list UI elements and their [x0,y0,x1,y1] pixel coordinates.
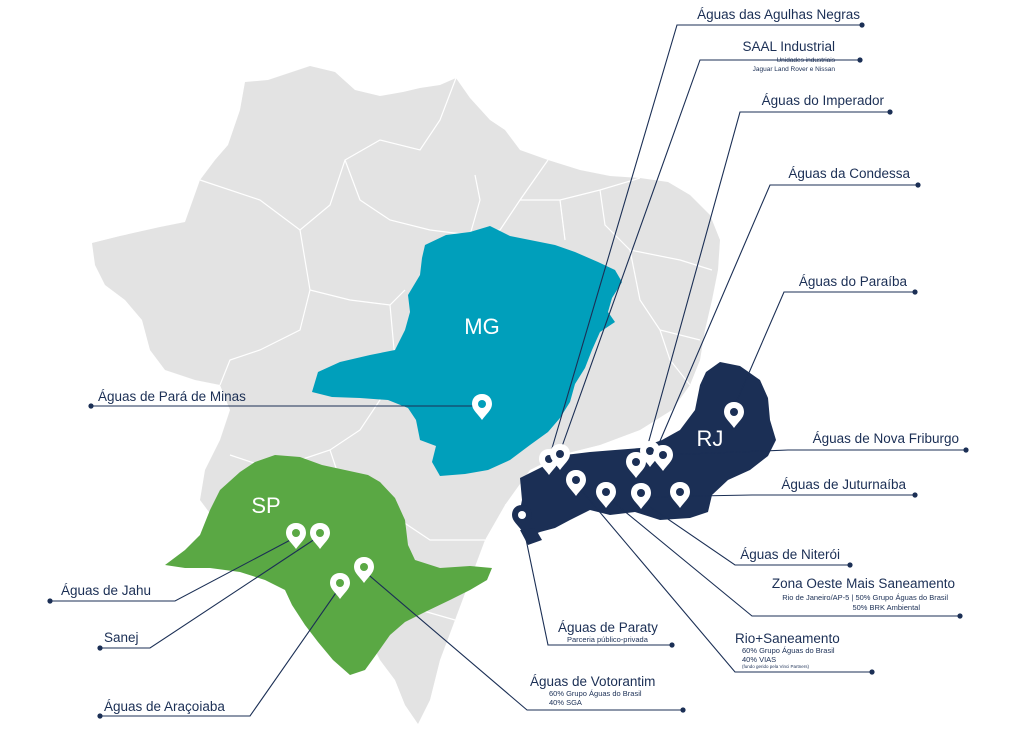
map-labels: Águas das Agulhas Negras SAAL Industrial… [61,7,959,714]
label-agulhas: Águas das Agulhas Negras [697,7,860,22]
label-condessa: Águas da Condessa [788,166,910,181]
label-votorantim: Águas de Votorantim [530,674,655,689]
label-para-minas: Águas de Pará de Minas [98,389,246,404]
sp-label: SP [251,493,280,518]
pin-para-minas-icon[interactable] [472,394,492,420]
label-paraiba: Águas do Paraíba [799,274,908,289]
label-niteroi: Águas de Niterói [740,547,840,562]
leader-jahu [50,536,297,602]
pin-rio-san-icon[interactable] [566,470,586,496]
state-mg: MG [312,226,622,476]
label-nova-friburgo: Águas de Nova Friburgo [813,431,959,446]
label-jahu: Águas de Jahu [61,583,151,598]
leader-rio-san [575,483,872,673]
label-juturnaiba: Águas de Juturnaíba [781,477,906,492]
label-sanej: Sanej [104,630,139,645]
label-zona-oeste: Zona Oeste Mais Saneamento [772,576,955,591]
dot-votorantim [680,707,686,713]
label-zona-oeste-sub2: 50% BRK Ambiental [852,603,920,612]
dot-jahu [47,598,53,604]
label-saal-sub1: Unidades industriais [776,57,835,64]
state-sp: SP [165,455,492,675]
dot-niteroi [847,562,853,568]
dot-zona-oeste [957,613,963,619]
label-aracoiaba: Águas de Araçoiaba [104,699,225,714]
dot-rio-san [869,669,875,675]
leader-aracoiaba [100,586,341,717]
leader-nova-friburgo [662,449,966,456]
dot-juturnaiba [912,492,918,498]
label-imperador: Águas do Imperador [762,93,885,108]
label-rio-san-sub3: (fundo gerido pela Vinci Partners) [742,664,809,669]
leader-niteroi [639,499,850,566]
label-saal: SAAL Industrial [742,39,835,54]
leader-agulhas [549,24,862,456]
mg-shape [312,226,622,476]
leader-sanej [100,536,319,649]
leader-votorantim [363,570,683,711]
pin-sanej-icon[interactable] [310,523,330,549]
dot-imperador [887,109,893,115]
label-rio-san-sub1: 60% Grupo Águas do Brasil [742,646,835,655]
dot-paraiba [912,289,918,295]
dot-condessa [915,182,921,188]
pin-imperador-icon[interactable] [626,452,646,478]
leader-condessa [653,184,918,456]
leader-paraty [521,519,672,646]
leader-paraiba [731,291,915,413]
sp-shape [165,455,492,675]
dot-agulhas [859,22,865,28]
label-saal-sub2: Jaguar Land Rover e Nissan [753,66,836,73]
dot-para-minas [88,403,94,409]
pin-saal-icon[interactable] [550,444,570,470]
label-paraty: Águas de Paraty [558,620,658,635]
pin-juturnaiba-icon[interactable] [670,482,690,508]
leader-zona-oeste [605,495,960,617]
label-votorantim-sub2: 40% SGA [549,698,582,707]
dot-sanej [97,645,103,651]
dot-nova-friburgo [963,447,969,453]
pin-paraiba-icon[interactable] [724,402,744,428]
pin-votorantim-icon[interactable] [354,557,374,583]
leader-saal [559,59,860,453]
pin-zona-oeste-icon[interactable] [596,482,616,508]
map-pins [286,394,744,599]
label-zona-oeste-sub1: Rio de Janeiro/AP-5 | 50% Grupo Águas do… [782,593,948,602]
leader-dots [47,22,969,719]
label-rio-san-sub2: 40% VIAS [742,655,776,664]
dot-saal [857,57,863,63]
pin-aracoiaba-icon[interactable] [330,573,350,599]
rj-island [520,528,542,545]
leader-lines [50,24,966,717]
pin-condessa-icon[interactable] [640,441,660,467]
mg-label: MG [464,314,499,339]
label-votorantim-sub1: 60% Grupo Águas do Brasil [549,689,642,698]
leader-imperador [644,111,890,456]
dot-paraty [669,642,675,648]
rj-label: RJ [697,426,724,451]
label-paraty-sub: Parceria público-privada [567,635,649,644]
label-rio-san: Rio+Saneamento [735,631,840,646]
dot-aracoiaba [97,713,103,719]
pin-niteroi-icon[interactable] [631,483,651,509]
pin-jahu-icon[interactable] [286,523,306,549]
pin-nova-friburgo-icon[interactable] [653,445,673,471]
